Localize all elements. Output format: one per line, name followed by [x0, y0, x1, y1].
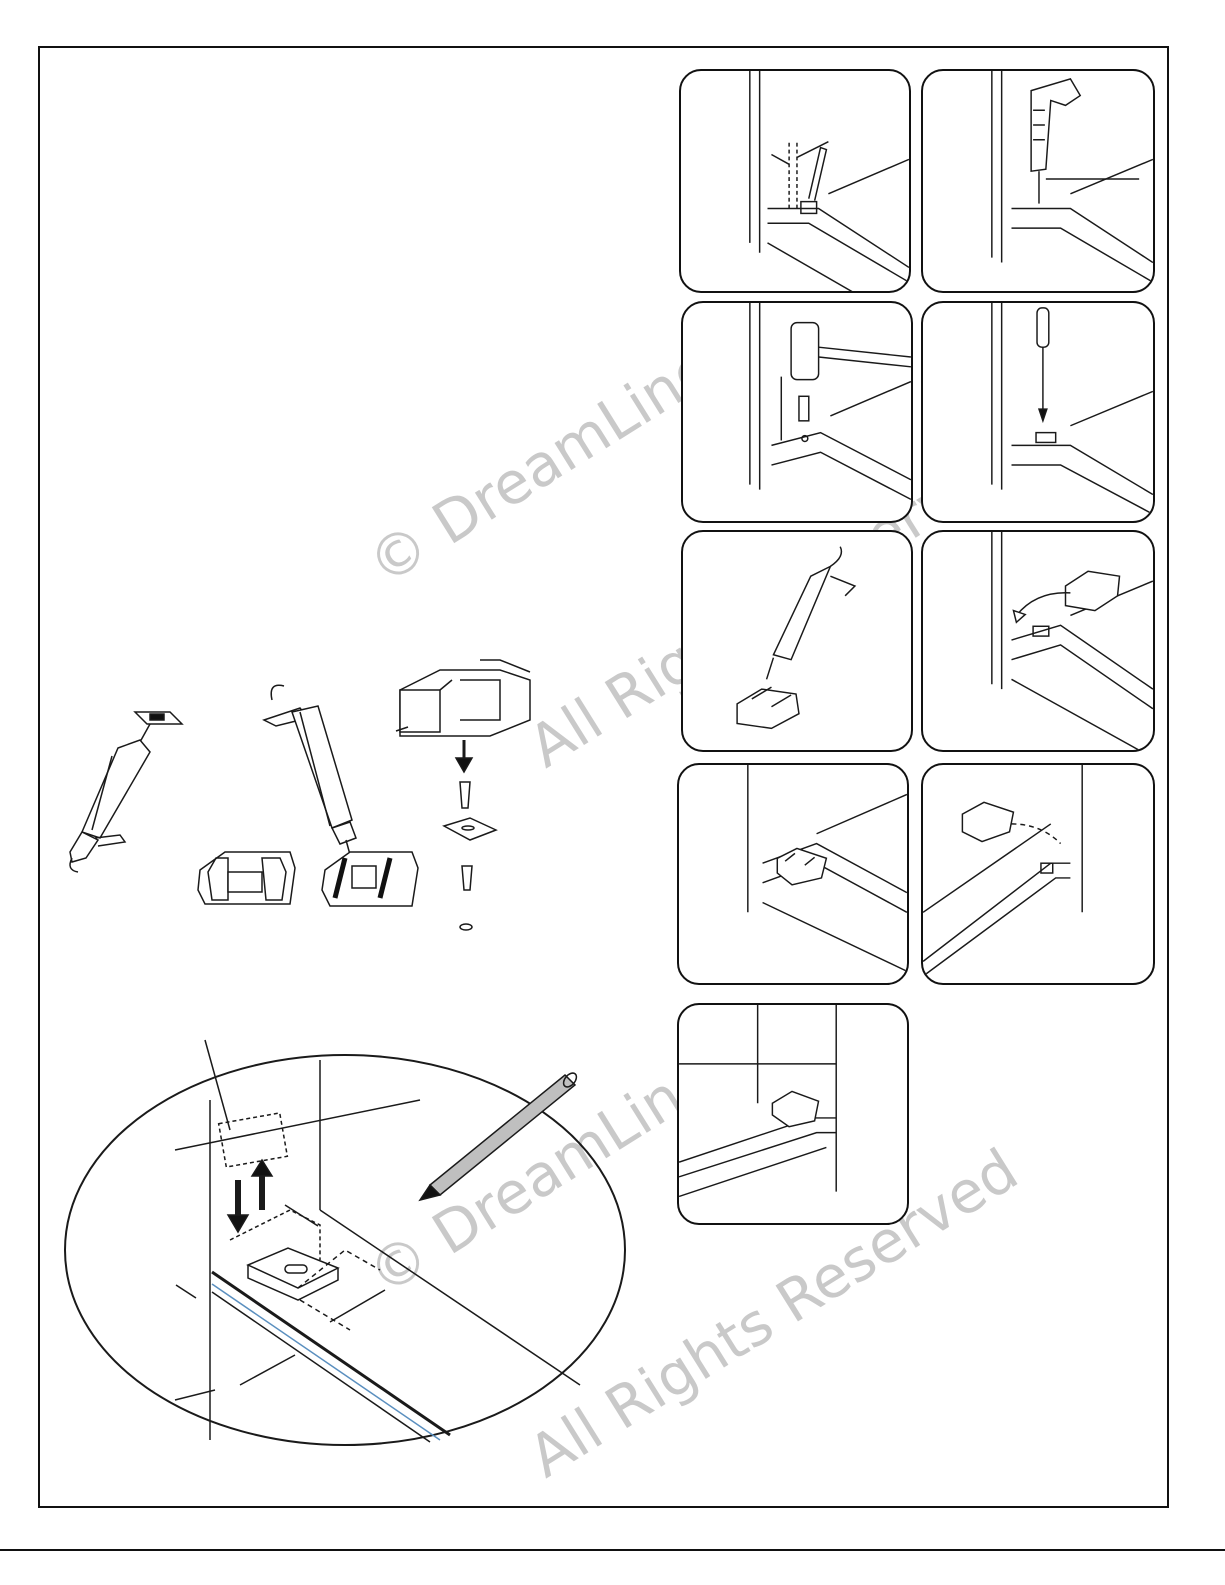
step-final-panel: [677, 1003, 909, 1225]
bracket-icon: [777, 848, 826, 884]
caulk-gun-icon: [264, 685, 356, 862]
bracket-assembly-icon: [396, 660, 530, 930]
step-caulk-bracket-panel: [681, 530, 913, 752]
hammer-icon: [791, 323, 911, 380]
bracket-icon: [322, 852, 418, 906]
step-bracket-installed-panel: [677, 763, 909, 985]
drill-icon: [1031, 79, 1080, 204]
page-bottom-rule: [0, 1549, 1225, 1551]
step-measure-panel: [679, 69, 911, 293]
caulk-gun-icon: [70, 712, 182, 872]
screwdriver-icon: [1037, 308, 1049, 421]
step-rotate-bracket-panel: [921, 530, 1155, 752]
bracket-icon: [198, 852, 295, 904]
bracket-icon: [772, 1091, 818, 1126]
rotate-arrow-icon: [1016, 593, 1070, 616]
step-hammer-anchor-panel: [681, 301, 913, 523]
step-screwdriver-panel: [921, 301, 1155, 523]
wall-marking-detail: [65, 1040, 625, 1445]
bracket-icon: [1065, 571, 1119, 610]
bracket-icon: [737, 687, 799, 728]
pencil-mark-icon: [809, 148, 827, 201]
caulk-gun-icon: [767, 547, 855, 680]
step-drill-panel: [921, 69, 1155, 293]
bracket-icon: [962, 802, 1013, 841]
step-bracket-flip-panel: [921, 763, 1155, 985]
